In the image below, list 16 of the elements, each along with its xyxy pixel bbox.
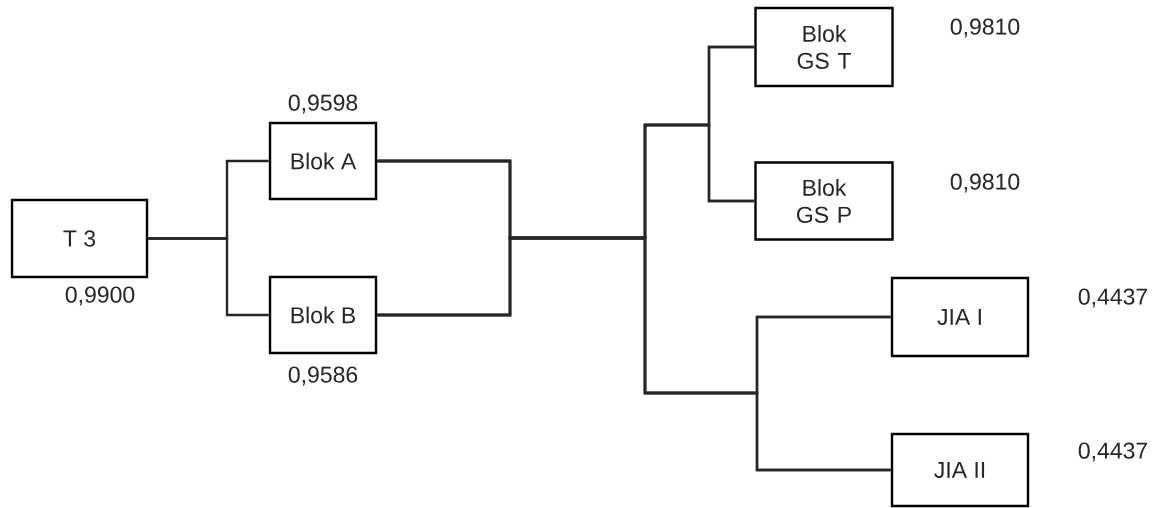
block-box: Blok GS T xyxy=(754,6,894,88)
connector-line xyxy=(148,237,269,317)
block-box: JIA II xyxy=(890,432,1030,508)
block-box: JIA I xyxy=(890,276,1030,358)
value-label: 0,4437 xyxy=(1078,442,1147,462)
value-label: 0,9810 xyxy=(950,173,1020,193)
block-box: Blok A xyxy=(268,121,378,201)
block-box: Blok GS P xyxy=(754,161,894,241)
value-label: 0,4437 xyxy=(1078,288,1147,308)
value-label: 0,9810 xyxy=(950,18,1020,38)
block-box: T 3 xyxy=(10,198,149,279)
connector-line xyxy=(377,236,891,472)
value-label: 0,9598 xyxy=(288,94,358,114)
block-box: Blok B xyxy=(268,275,378,355)
value-label: 0,9586 xyxy=(288,366,358,386)
value-label: 0,9900 xyxy=(65,286,135,306)
